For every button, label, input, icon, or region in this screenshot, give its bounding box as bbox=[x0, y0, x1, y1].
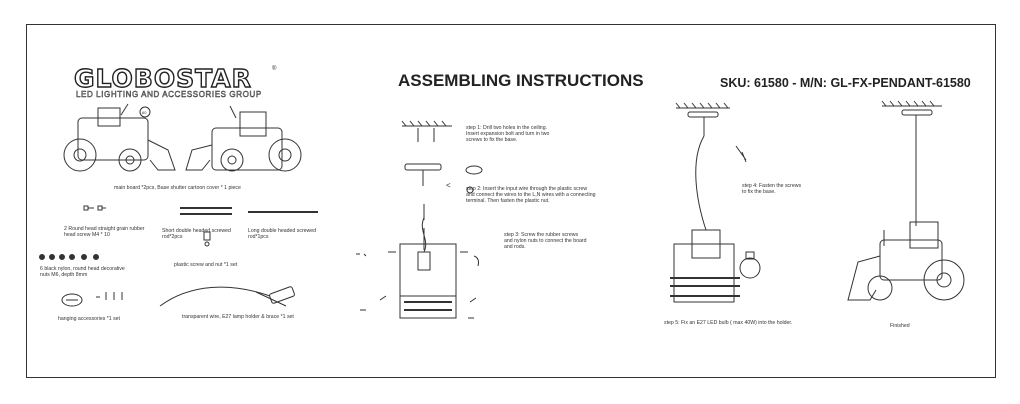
short-rods-illustration bbox=[180, 207, 232, 215]
brand-tagline: LED LIGHTING AND ACCESSORIES GROUP bbox=[76, 90, 262, 100]
step4-ceiling-illustration bbox=[670, 102, 747, 303]
wire-lamp-holder-illustration bbox=[159, 286, 295, 307]
registered-mark: ® bbox=[272, 66, 277, 72]
part-label-nylon-nuts: 6 black nylon, round head decorative nut… bbox=[40, 266, 125, 279]
page-title: ASSEMBLING INSTRUCTIONS bbox=[398, 71, 644, 90]
tractor-board-illustration-left: 60 bbox=[63, 103, 176, 172]
nylon-nuts-illustration bbox=[39, 254, 99, 260]
brand-logo: GLOBOSTAR bbox=[73, 63, 252, 93]
part-label-short-rods: Short double headed screwed rod*2pcs bbox=[162, 228, 231, 241]
instruction-sheet-border bbox=[26, 24, 996, 378]
step2-base-illustration: < bbox=[404, 163, 483, 194]
finished-pendant-illustration bbox=[847, 100, 965, 301]
hanging-accessories-illustration bbox=[61, 292, 123, 307]
svg-text:60: 60 bbox=[142, 110, 147, 115]
step-4-text: step 4: Fasten the screws to fix the bas… bbox=[742, 183, 802, 196]
part-label-plastic-screw-nut: plastic screw and nut *1 set bbox=[174, 262, 238, 268]
part-label-long-rod: Long double headed screwed rod*1pcs bbox=[248, 228, 317, 241]
plastic-screw-nut-illustration bbox=[203, 231, 211, 247]
finished-label: Finished bbox=[890, 323, 910, 329]
step3-lamp-frame-illustration bbox=[356, 204, 479, 319]
step-1-text: step 1: Drill two holes in the ceiling. … bbox=[466, 125, 550, 144]
step-3-text: step 3: Screw the rubber screws and nylo… bbox=[504, 232, 587, 251]
step-2-text: step 2: Insert the input wire through th… bbox=[466, 186, 596, 205]
svg-text:<: < bbox=[446, 181, 451, 190]
part-label-main-board: main board *2pcs, Base shutter cartoon c… bbox=[114, 185, 241, 191]
part-label-hanging-accessories: hanging accessories *1 set bbox=[58, 316, 120, 322]
led-bulb-illustration bbox=[739, 251, 761, 279]
part-label-wire-lamp-holder: transparent wire, E27 lamp holder & brac… bbox=[182, 314, 294, 320]
rubber-screws-illustration bbox=[83, 205, 106, 211]
step-5-text: step 5: Fix an E27 LED bulb ( max 40W) i… bbox=[664, 320, 793, 326]
part-label-rubber-screws: 2 Round head straight grain rubber head … bbox=[64, 226, 145, 239]
tractor-board-illustration-right bbox=[185, 105, 302, 172]
sku-model-number: SKU: 61580 - M/N: GL-FX-PENDANT-61580 bbox=[720, 76, 971, 90]
step1-ceiling-illustration bbox=[401, 120, 452, 142]
